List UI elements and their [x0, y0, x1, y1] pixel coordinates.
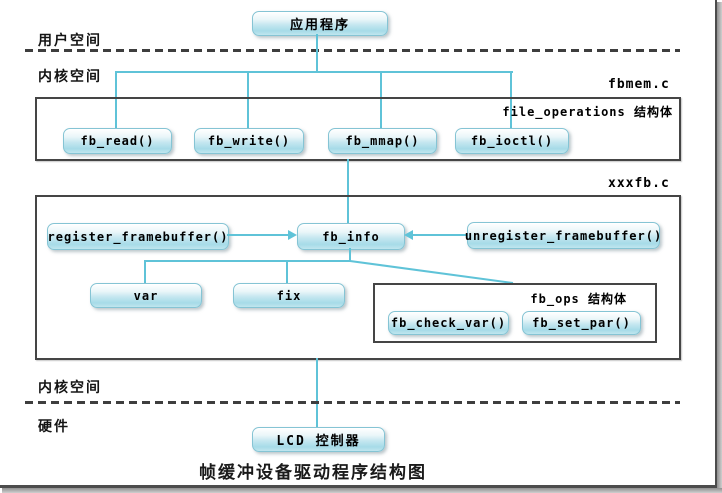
arrowhead-into-fbinfo-left	[288, 230, 297, 240]
frame-shadow-bottom	[0, 485, 717, 488]
diagram-caption: 帧缓冲设备驱动程序结构图	[199, 463, 427, 482]
node-fb-mmap: fb_mmap()	[328, 128, 437, 154]
connector-drop-fb-read	[115, 71, 117, 128]
node-fb-info: fb_info	[297, 223, 405, 250]
connector-drop-fix	[286, 260, 288, 283]
hardware-label: 硬件	[38, 418, 70, 434]
connector-fileops-bus	[116, 71, 513, 73]
connector-app-down	[316, 34, 318, 72]
frame-shadow-bottom-soft	[2, 488, 722, 493]
connector-fbmem-to-fbinfo	[347, 159, 349, 223]
frame-shadow-right	[715, 0, 717, 488]
kernel-space-top-label: 内核空间	[38, 68, 102, 84]
arrowhead-into-fbinfo-right	[404, 230, 413, 240]
xxxfb-file-label: xxxfb.c	[608, 176, 670, 191]
fb-ops-box: fb_ops 结构体	[373, 283, 657, 343]
fbmem-file-label: fbmem.c	[608, 77, 670, 92]
kernel-space-bottom-label: 内核空间	[38, 379, 102, 395]
node-var: var	[90, 283, 202, 308]
connector-members-bus	[145, 260, 351, 262]
node-lcd-controller: LCD 控制器	[252, 427, 385, 452]
node-fb-write: fb_write()	[194, 128, 304, 154]
connector-fbinfo-down	[349, 248, 351, 262]
xxxfb-box	[35, 195, 681, 360]
node-fb-ioctl: fb_ioctl()	[455, 128, 569, 154]
connector-unregister-to-fbinfo	[413, 234, 467, 236]
file-operations-struct-label: file_operations 结构体	[502, 105, 673, 119]
connector-drop-fb-ioctl	[510, 71, 512, 128]
node-fb-check-var: fb_check_var()	[388, 311, 509, 335]
node-application: 应用程序	[252, 11, 388, 36]
connector-fbinfo-to-fbops	[349, 260, 514, 284]
node-register-framebuffer: register_framebuffer()	[47, 223, 229, 250]
connector-register-to-fbinfo	[227, 234, 290, 236]
connector-drop-fb-mmap	[380, 71, 382, 128]
connector-drop-var	[144, 260, 146, 283]
node-fix: fix	[233, 283, 345, 308]
fb-ops-struct-label: fb_ops 结构体	[530, 292, 627, 306]
fbmem-box: file_operations 结构体	[35, 97, 681, 161]
node-fb-set-par: fb_set_par()	[522, 311, 641, 335]
frame-shadow-right-soft	[717, 2, 722, 493]
node-fb-read: fb_read()	[63, 128, 172, 154]
kernel-hardware-boundary-line	[25, 401, 680, 404]
user-kernel-boundary-line	[25, 49, 680, 52]
user-space-label: 用户空间	[38, 32, 102, 48]
connector-xxxfb-to-lcd	[316, 358, 318, 427]
connector-drop-fb-write	[247, 71, 249, 128]
node-unregister-framebuffer: unregister_framebuffer()	[465, 222, 661, 249]
